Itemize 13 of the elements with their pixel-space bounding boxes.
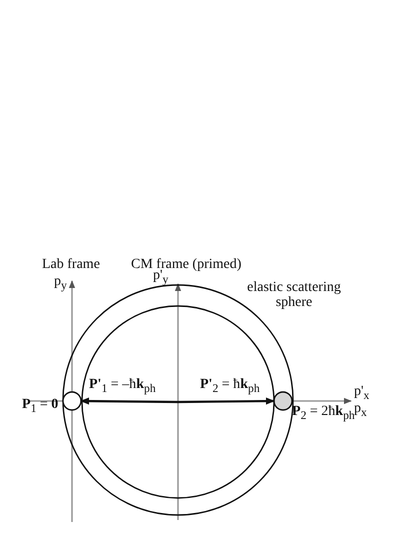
axis-label: p$_{x}$	[354, 401, 367, 419]
momentum-circle	[273, 391, 293, 411]
axis-label: p'$_{x}$	[354, 384, 370, 403]
axis-label: p$_{y}$	[54, 274, 67, 293]
edge-label: P'$_{1}$ = –ħk$_{ph}$	[89, 377, 156, 396]
frame-label: Lab frame	[42, 257, 100, 272]
momentum-arrow	[178, 397, 275, 405]
momentum-label: P$_{1}$ = 0	[22, 397, 58, 416]
inner-sphere-circle	[81, 305, 275, 499]
momentum-circle	[62, 391, 82, 411]
sphere-label: elastic scattering sphere	[246, 280, 342, 310]
momentum-arrow	[80, 397, 178, 405]
edge-label: P'$_{2}$ = ħk$_{ph}$	[200, 377, 260, 396]
